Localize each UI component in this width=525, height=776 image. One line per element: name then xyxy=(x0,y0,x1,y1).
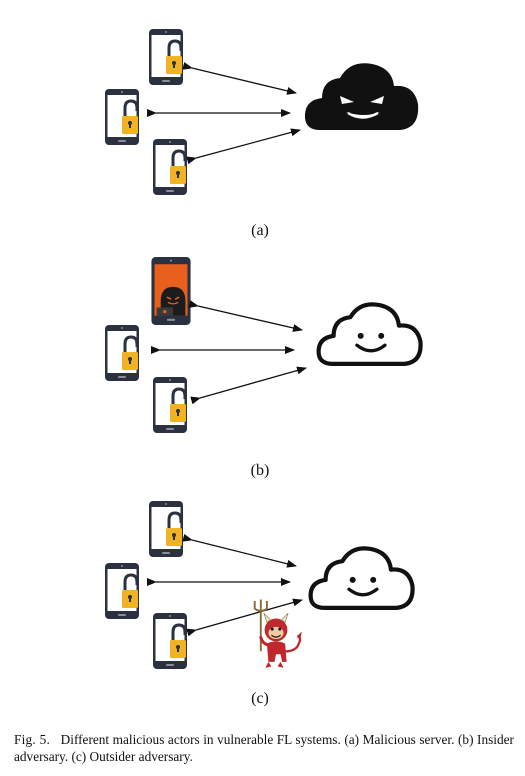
client-phone-bottom-c-icon xyxy=(152,612,188,670)
figure-canvas xyxy=(104,28,525,670)
arrow-bottom-a xyxy=(186,128,301,165)
client-phone-middle-b-icon xyxy=(104,324,140,382)
panel-b-label: (b) xyxy=(250,462,270,479)
client-phone-middle-a-icon xyxy=(104,88,140,146)
smiling-cloud-c-icon xyxy=(311,548,413,608)
arrow-bottom-b xyxy=(190,366,307,405)
smiling-cloud-b-icon xyxy=(319,304,421,364)
client-phone-bottom-a-icon xyxy=(152,138,188,196)
evil-cloud-icon xyxy=(303,62,420,132)
caption-text: Different malicious actors in vulnerable… xyxy=(14,732,514,764)
arrow-top-b xyxy=(188,300,303,332)
figure-caption: Fig. 5. Different malicious actors in vu… xyxy=(14,731,514,765)
client-phone-middle-c-icon xyxy=(104,562,140,620)
hacker-phone-icon xyxy=(150,256,192,326)
panel-a xyxy=(104,28,420,196)
panel-c-label: (c) xyxy=(251,690,269,707)
panel-a-label: (a) xyxy=(251,222,269,239)
panel-b xyxy=(104,256,421,434)
client-phone-top-a-icon xyxy=(148,28,184,86)
arrow-top-c xyxy=(182,533,297,568)
devil-icon xyxy=(252,598,304,670)
panel-c xyxy=(104,500,413,670)
client-phone-top-c-icon xyxy=(148,500,184,558)
client-phone-bottom-b-icon xyxy=(152,376,188,434)
arrow-top-a xyxy=(182,62,297,95)
caption-tag: Fig. 5. xyxy=(14,732,50,747)
arrow-bottom-c xyxy=(186,598,303,637)
